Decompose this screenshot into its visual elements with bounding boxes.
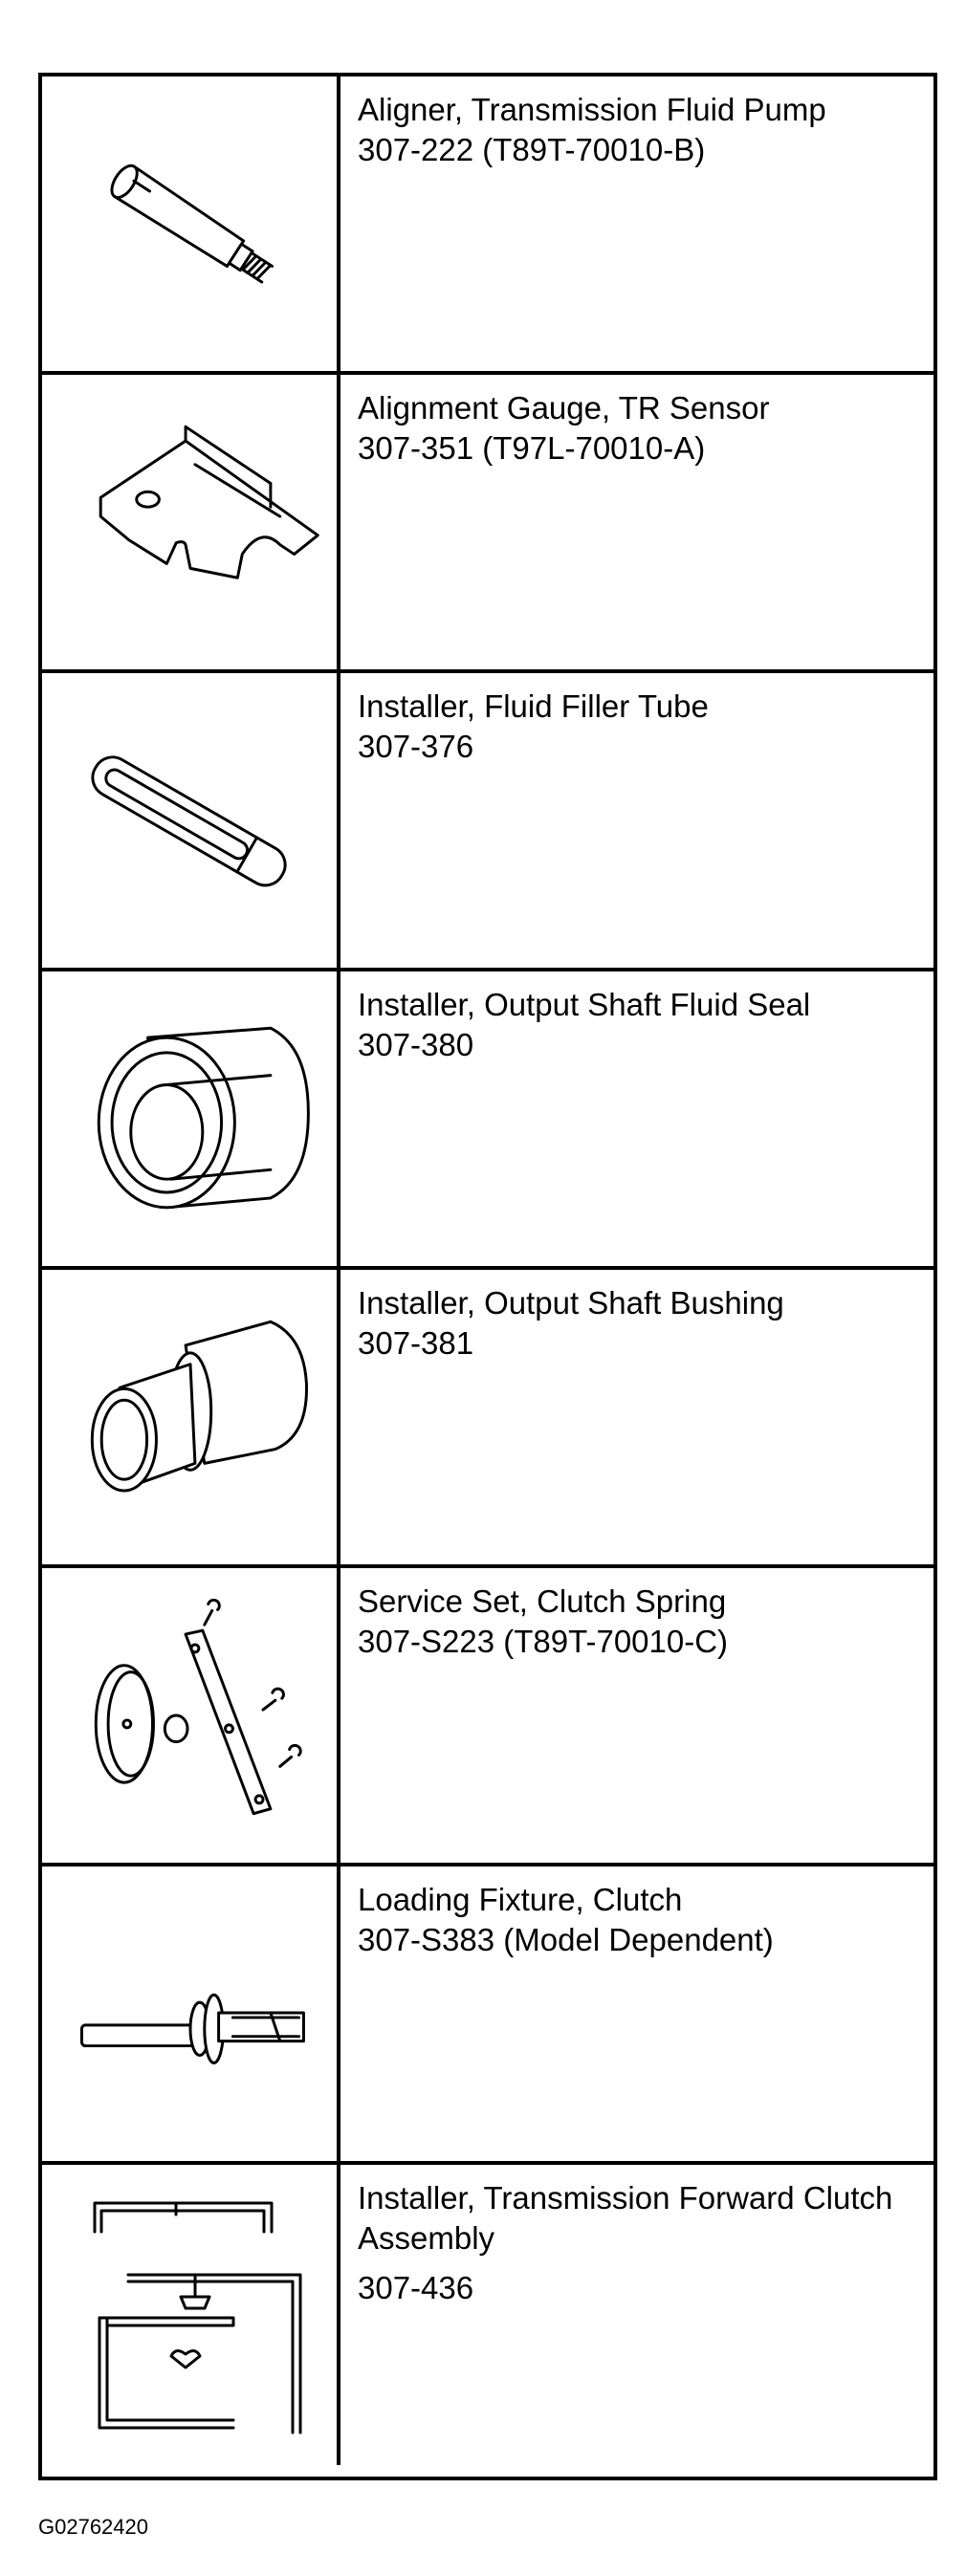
tool-number: 307-436	[358, 2270, 474, 2305]
forward-clutch-installer-icon	[93, 2201, 302, 2434]
tool-image-cell	[42, 375, 340, 669]
figure-id: G02762420	[38, 2515, 148, 2539]
fluid-pump-aligner-icon	[110, 164, 274, 284]
tool-text-cell: Installer, Output Shaft Bushing 307-381	[344, 1270, 933, 1564]
tool-number: 307-380	[358, 1027, 474, 1062]
tool-text-cell: Loading Fixture, Clutch 307-S383 (Model …	[344, 1867, 933, 2161]
tool-text-cell: Installer, Output Shaft Fluid Seal 307-3…	[344, 971, 933, 1266]
tool-row: Loading Fixture, Clutch 307-S383 (Model …	[42, 1867, 933, 2165]
fluid-filler-tube-installer-icon	[91, 755, 287, 887]
tool-number: 307-S383 (Model Dependent)	[358, 1922, 774, 1957]
tool-text-cell: Alignment Gauge, TR Sensor 307-351 (T97L…	[344, 375, 933, 669]
tool-name: Alignment Gauge, TR Sensor	[358, 390, 770, 426]
tool-image-cell	[42, 673, 340, 968]
tool-row: Service Set, Clutch Spring 307-S223 (T89…	[42, 1568, 933, 1867]
output-shaft-seal-installer-icon	[97, 1026, 310, 1210]
tool-image-cell	[42, 1867, 340, 2161]
tool-image-cell	[42, 1270, 340, 1564]
tool-row: Alignment Gauge, TR Sensor 307-351 (T97L…	[42, 375, 933, 673]
tool-row: Installer, Fluid Filler Tube 307-376	[42, 673, 933, 971]
output-shaft-bushing-installer-icon	[90, 1320, 308, 1493]
tool-text-cell: Service Set, Clutch Spring 307-S223 (T89…	[344, 1568, 933, 1863]
tool-number: 307-222 (T89T-70010-B)	[358, 132, 706, 167]
tool-image-cell	[42, 971, 340, 1266]
tool-text-cell: Installer, Fluid Filler Tube 307-376	[344, 673, 933, 968]
tool-row: Installer, Transmission Forward Clutch A…	[42, 2165, 933, 2465]
tool-image-cell	[42, 2165, 340, 2465]
special-tools-table: Aligner, Transmission Fluid Pump 307-222…	[38, 73, 937, 2480]
tool-row: Installer, Output Shaft Fluid Seal 307-3…	[42, 971, 933, 1270]
tool-text-cell: Installer, Transmission Forward Clutch A…	[344, 2165, 933, 2465]
tool-number: 307-376	[358, 729, 474, 764]
tool-image-cell	[42, 76, 340, 371]
tool-name: Aligner, Transmission Fluid Pump	[358, 92, 826, 127]
tool-name: Service Set, Clutch Spring	[358, 1583, 727, 1619]
tool-row: Installer, Output Shaft Bushing 307-381	[42, 1270, 933, 1568]
tool-text-cell: Aligner, Transmission Fluid Pump 307-222…	[344, 76, 933, 371]
clutch-spring-service-set-icon	[94, 1598, 302, 1816]
tool-name: Installer, Transmission Forward Clutch A…	[358, 2180, 893, 2256]
clutch-loading-fixture-icon	[79, 1993, 305, 2064]
tool-name: Installer, Output Shaft Bushing	[358, 1285, 784, 1321]
tr-sensor-alignment-gauge-icon	[99, 425, 319, 579]
tool-name: Installer, Fluid Filler Tube	[358, 688, 709, 724]
tool-number: 307-351 (T97L-70010-A)	[358, 430, 706, 466]
tool-name: Loading Fixture, Clutch	[358, 1882, 683, 1917]
tool-name: Installer, Output Shaft Fluid Seal	[358, 987, 811, 1022]
tool-row: Aligner, Transmission Fluid Pump 307-222…	[42, 76, 933, 375]
tool-number: 307-381	[358, 1325, 474, 1361]
tool-image-cell	[42, 1568, 340, 1863]
tool-number: 307-S223 (T89T-70010-C)	[358, 1624, 729, 1659]
